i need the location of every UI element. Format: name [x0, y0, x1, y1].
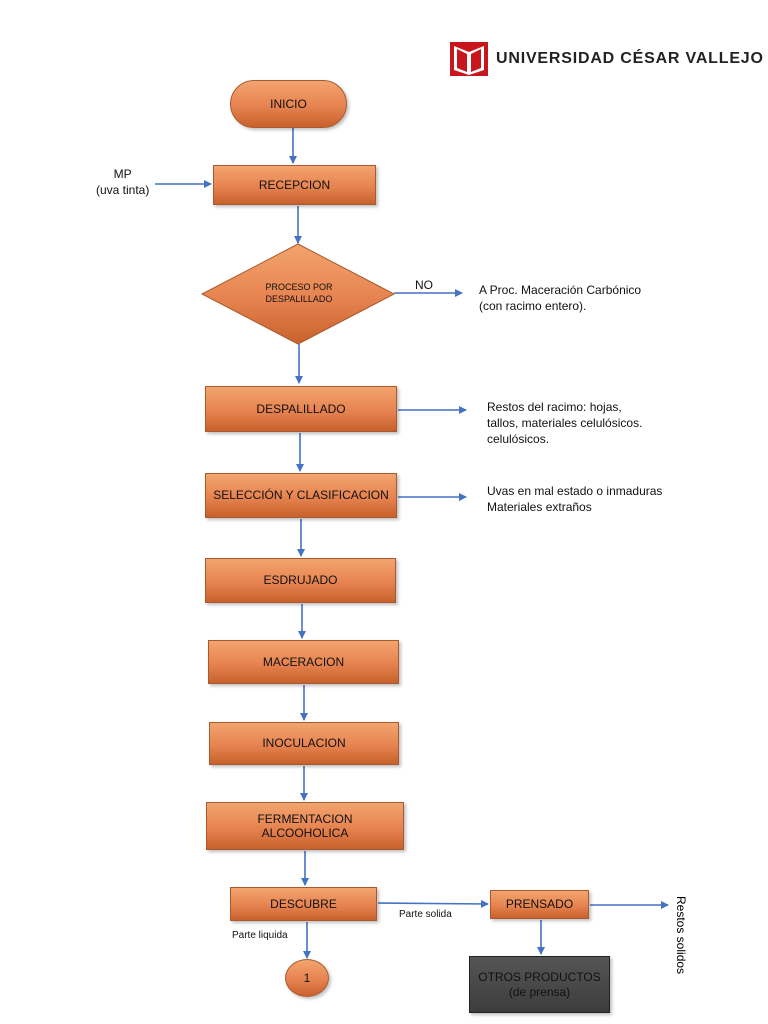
university-logo: UNIVERSIDAD CÉSAR VALLEJO	[450, 40, 764, 78]
label-parte-solida: Parte solida	[399, 909, 452, 920]
node-inicio: INICIO	[230, 80, 347, 128]
node-seleccion-clasificacion: SELECCIÓN Y CLASIFICACION	[205, 473, 397, 518]
ucv-book-logo-icon	[450, 42, 488, 76]
node-descubre: DESCUBRE	[230, 887, 377, 921]
node-recepcion: RECEPCION	[213, 165, 376, 205]
arrow-descubre-prensado	[377, 899, 489, 908]
waste-uvas-mal-estado: Uvas en mal estado o inmaduras Materiale…	[487, 484, 663, 514]
label-parte-liquida: Parte liquida	[232, 930, 288, 941]
input-mp-label: MP (uva tinta)	[96, 167, 150, 197]
no-branch-target: A Proc. Maceración Carbónico (con racimo…	[479, 283, 642, 313]
node-connector-1: 1	[285, 959, 329, 997]
node-decision-despalillado: PROCESO POR DESPALILLADO	[265, 282, 333, 304]
node-prensado: PRENSADO	[490, 890, 589, 919]
decision-no-label: NO	[415, 278, 433, 292]
node-fermentacion-alcoholica: FERMENTACION ALCOOHOLICA	[206, 802, 404, 850]
node-despalillado: DESPALILLADO	[205, 386, 397, 432]
node-maceracion: MACERACION	[208, 640, 399, 684]
decision-diamond-shape	[200, 243, 396, 345]
waste-restos-racimo: Restos del racimo: hojas, tallos, materi…	[487, 400, 643, 446]
node-otros-productos: OTROS PRODUCTOS (de prensa)	[469, 956, 610, 1013]
output-restos-solidos: Restos solidos	[674, 896, 688, 975]
node-inoculacion: INOCULACION	[209, 722, 399, 765]
node-esdrujado: ESDRUJADO	[205, 558, 396, 603]
university-name: UNIVERSIDAD CÉSAR VALLEJO	[496, 50, 764, 67]
